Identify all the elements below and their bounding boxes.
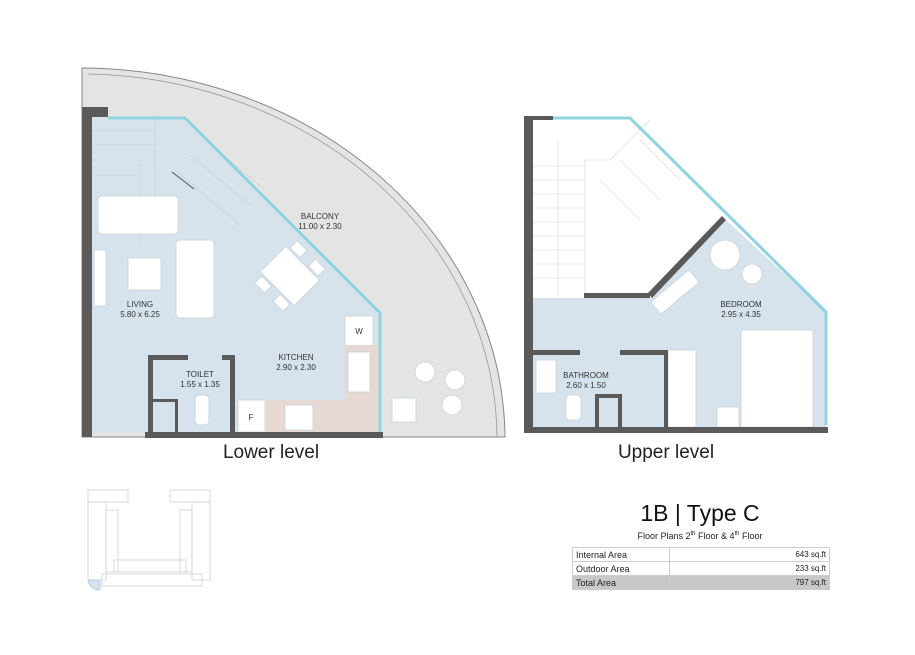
- room-name-bedroom: BEDROOM: [720, 300, 762, 309]
- room-name-living: LIVING: [127, 300, 153, 309]
- upper-walls: [524, 116, 828, 433]
- room-size-bedroom: 2.95 x 4.35: [721, 310, 761, 319]
- unit-subtitle: Floor Plans 2th Floor & 4th Floor: [637, 531, 762, 541]
- room-size-balcony: 11.00 x 2.30: [298, 222, 342, 231]
- washer-label: W: [355, 327, 363, 336]
- room-size-living: 5.80 x 6.25: [120, 310, 160, 319]
- subtitle-prefix: Floor Plans 2: [637, 531, 691, 541]
- upper-stairs: [533, 119, 681, 295]
- room-size-bathroom: 2.60 x 1.50: [566, 381, 606, 390]
- key-plan: [87, 489, 211, 591]
- unit-title: 1B | Type C: [640, 500, 760, 526]
- room-name-balcony: BALCONY: [301, 212, 340, 221]
- room-name-kitchen: KITCHEN: [278, 353, 313, 362]
- subtitle-suffix: Floor: [739, 531, 763, 541]
- balcony-inner-edge: [87, 73, 498, 438]
- upper-level-plan: BEDROOM 2.95 x 4.35 BATHROOM 2.60 x 1.50: [524, 116, 828, 433]
- lower-level-caption: Lower level: [222, 442, 320, 463]
- fridge-label: F: [249, 413, 254, 422]
- area-label: Internal Area: [572, 547, 670, 562]
- lower-level-plan: W F BALCONY 11.00 x 2.30 LIVING 5.80 x 6…: [81, 67, 506, 438]
- room-name-bathroom: BATHROOM: [563, 371, 609, 380]
- lower-walls: [82, 107, 383, 438]
- area-label: Outdoor Area: [572, 561, 670, 576]
- upper-glazing: [553, 116, 828, 425]
- area-label: Total Area: [572, 575, 670, 590]
- room-size-toilet: 1.55 x 1.35: [180, 380, 220, 389]
- toilet-fixture: [194, 394, 210, 426]
- lower-glazing: [108, 116, 382, 432]
- subtitle-sup-2: th: [734, 531, 740, 537]
- room-name-toilet: TOILET: [186, 370, 214, 379]
- furniture-upper: [535, 239, 814, 428]
- area-value: 797 sq.ft: [669, 575, 830, 590]
- room-size-kitchen: 2.90 x 2.30: [276, 363, 316, 372]
- cooktop: [284, 404, 314, 431]
- subtitle-mid: Floor & 4: [695, 531, 735, 541]
- area-value: 643 sq.ft: [669, 547, 830, 562]
- upper-level-caption: Upper level: [617, 442, 715, 463]
- area-value: 233 sq.ft: [669, 561, 830, 576]
- subtitle-sup-1: th: [690, 531, 696, 537]
- sink: [347, 351, 371, 393]
